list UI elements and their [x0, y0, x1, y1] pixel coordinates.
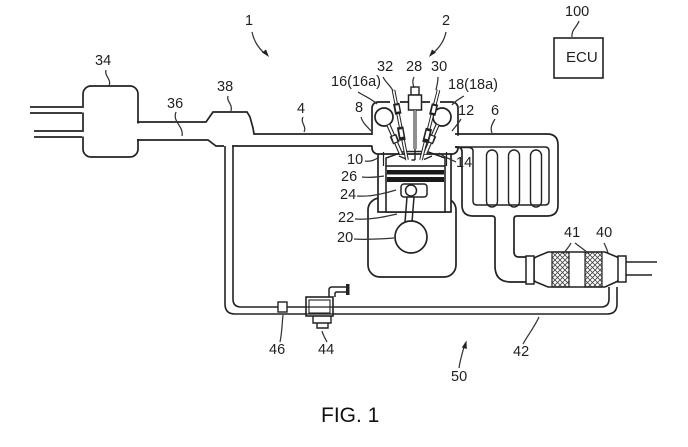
- piston-ring-1: [387, 170, 444, 175]
- manifold-slot-2: [507, 149, 521, 208]
- ref-label-4: 4: [297, 101, 306, 117]
- leader-lines: [105, 20, 609, 369]
- manifold-outer-top: [455, 133, 559, 258]
- valve-stems: [386, 124, 440, 155]
- egr-orifice: [277, 301, 288, 313]
- egr-pipe: [224, 146, 618, 315]
- arrow-1: [262, 49, 269, 57]
- egr-valve-actuator-pipe: [328, 286, 346, 297]
- intake-pipe-bottom: [137, 139, 372, 147]
- ref-label-18: 18(18a): [448, 77, 498, 93]
- inlet-stub-upper: [30, 106, 82, 114]
- egr-valve-actuator-cap: [346, 284, 350, 295]
- arrow-50: [461, 340, 467, 349]
- ref-label-42: 42: [513, 344, 530, 360]
- ref-label-46: 46: [269, 342, 286, 358]
- cylinder-liner-lines: [382, 152, 448, 166]
- intake-valve-bucket: [374, 107, 394, 127]
- inlet-stub-lower: [34, 130, 82, 138]
- crankshaft: [394, 220, 428, 254]
- piston-assembly: [385, 165, 446, 254]
- catalytic-converter: [525, 251, 657, 288]
- connecting-rod: [404, 196, 415, 223]
- piston-ring-2: [387, 177, 444, 182]
- manifold-slot-1: [485, 149, 499, 208]
- arrow-2: [429, 49, 436, 57]
- ref-label-40: 40: [596, 225, 613, 241]
- tail-pipe: [626, 261, 657, 276]
- ref-label-6: 6: [491, 103, 500, 119]
- ref-label-44: 44: [318, 342, 335, 358]
- ref-label-24: 24: [340, 187, 357, 203]
- manifold-outer-bottom: [455, 146, 526, 283]
- spark-plug: [407, 86, 423, 161]
- ref-label-12: 12: [458, 103, 475, 119]
- ref-label-36: 36: [167, 96, 184, 112]
- ref-label-22: 22: [338, 210, 355, 226]
- ref-label-1: 1: [245, 13, 254, 29]
- catalyst-brick-1: [551, 251, 570, 288]
- injectors: [391, 89, 441, 161]
- catalyst-inlet-flange: [525, 255, 535, 285]
- ref-label-28: 28: [406, 59, 423, 75]
- ref-label-41: 41: [564, 225, 581, 241]
- ref-label-34: 34: [95, 53, 112, 69]
- manifold-slot-3: [529, 149, 543, 208]
- egr-pipe-inner: [232, 146, 610, 308]
- figure-caption: FIG. 1: [321, 404, 380, 427]
- manifold-inner: [455, 146, 550, 206]
- egr-valve-bottom-bracket: [312, 316, 332, 329]
- catalyst-outlet-flange: [617, 255, 627, 283]
- intake-system: [30, 85, 372, 158]
- egr-pipe-outer: [224, 146, 618, 315]
- ecu-label: ECU: [566, 49, 598, 66]
- ref-label-26: 26: [341, 169, 358, 185]
- ref-label-16: 16(16a): [331, 74, 381, 90]
- ref-label-10: 10: [347, 152, 364, 168]
- ref-label-32: 32: [377, 59, 394, 75]
- ref-label-20: 20: [337, 230, 354, 246]
- ref-label-100: 100: [565, 4, 590, 20]
- egr-valve: [305, 284, 350, 329]
- ref-label-50: 50: [451, 369, 468, 385]
- catalyst-brick-2: [584, 251, 603, 288]
- catalyst-shell: [533, 251, 620, 288]
- ref-label-2: 2: [442, 13, 451, 29]
- ref-label-38: 38: [217, 79, 234, 95]
- leader-arrowheads: [262, 49, 467, 349]
- ecu-box: [553, 37, 604, 79]
- ref-label-8: 8: [355, 100, 364, 116]
- ref-label-30: 30: [431, 59, 448, 75]
- air-cleaner-box: [82, 85, 139, 158]
- exhaust-manifold: [455, 133, 559, 283]
- intake-pipe-top: [137, 111, 372, 135]
- piston-pin: [404, 184, 418, 197]
- ref-label-14: 14: [456, 155, 473, 171]
